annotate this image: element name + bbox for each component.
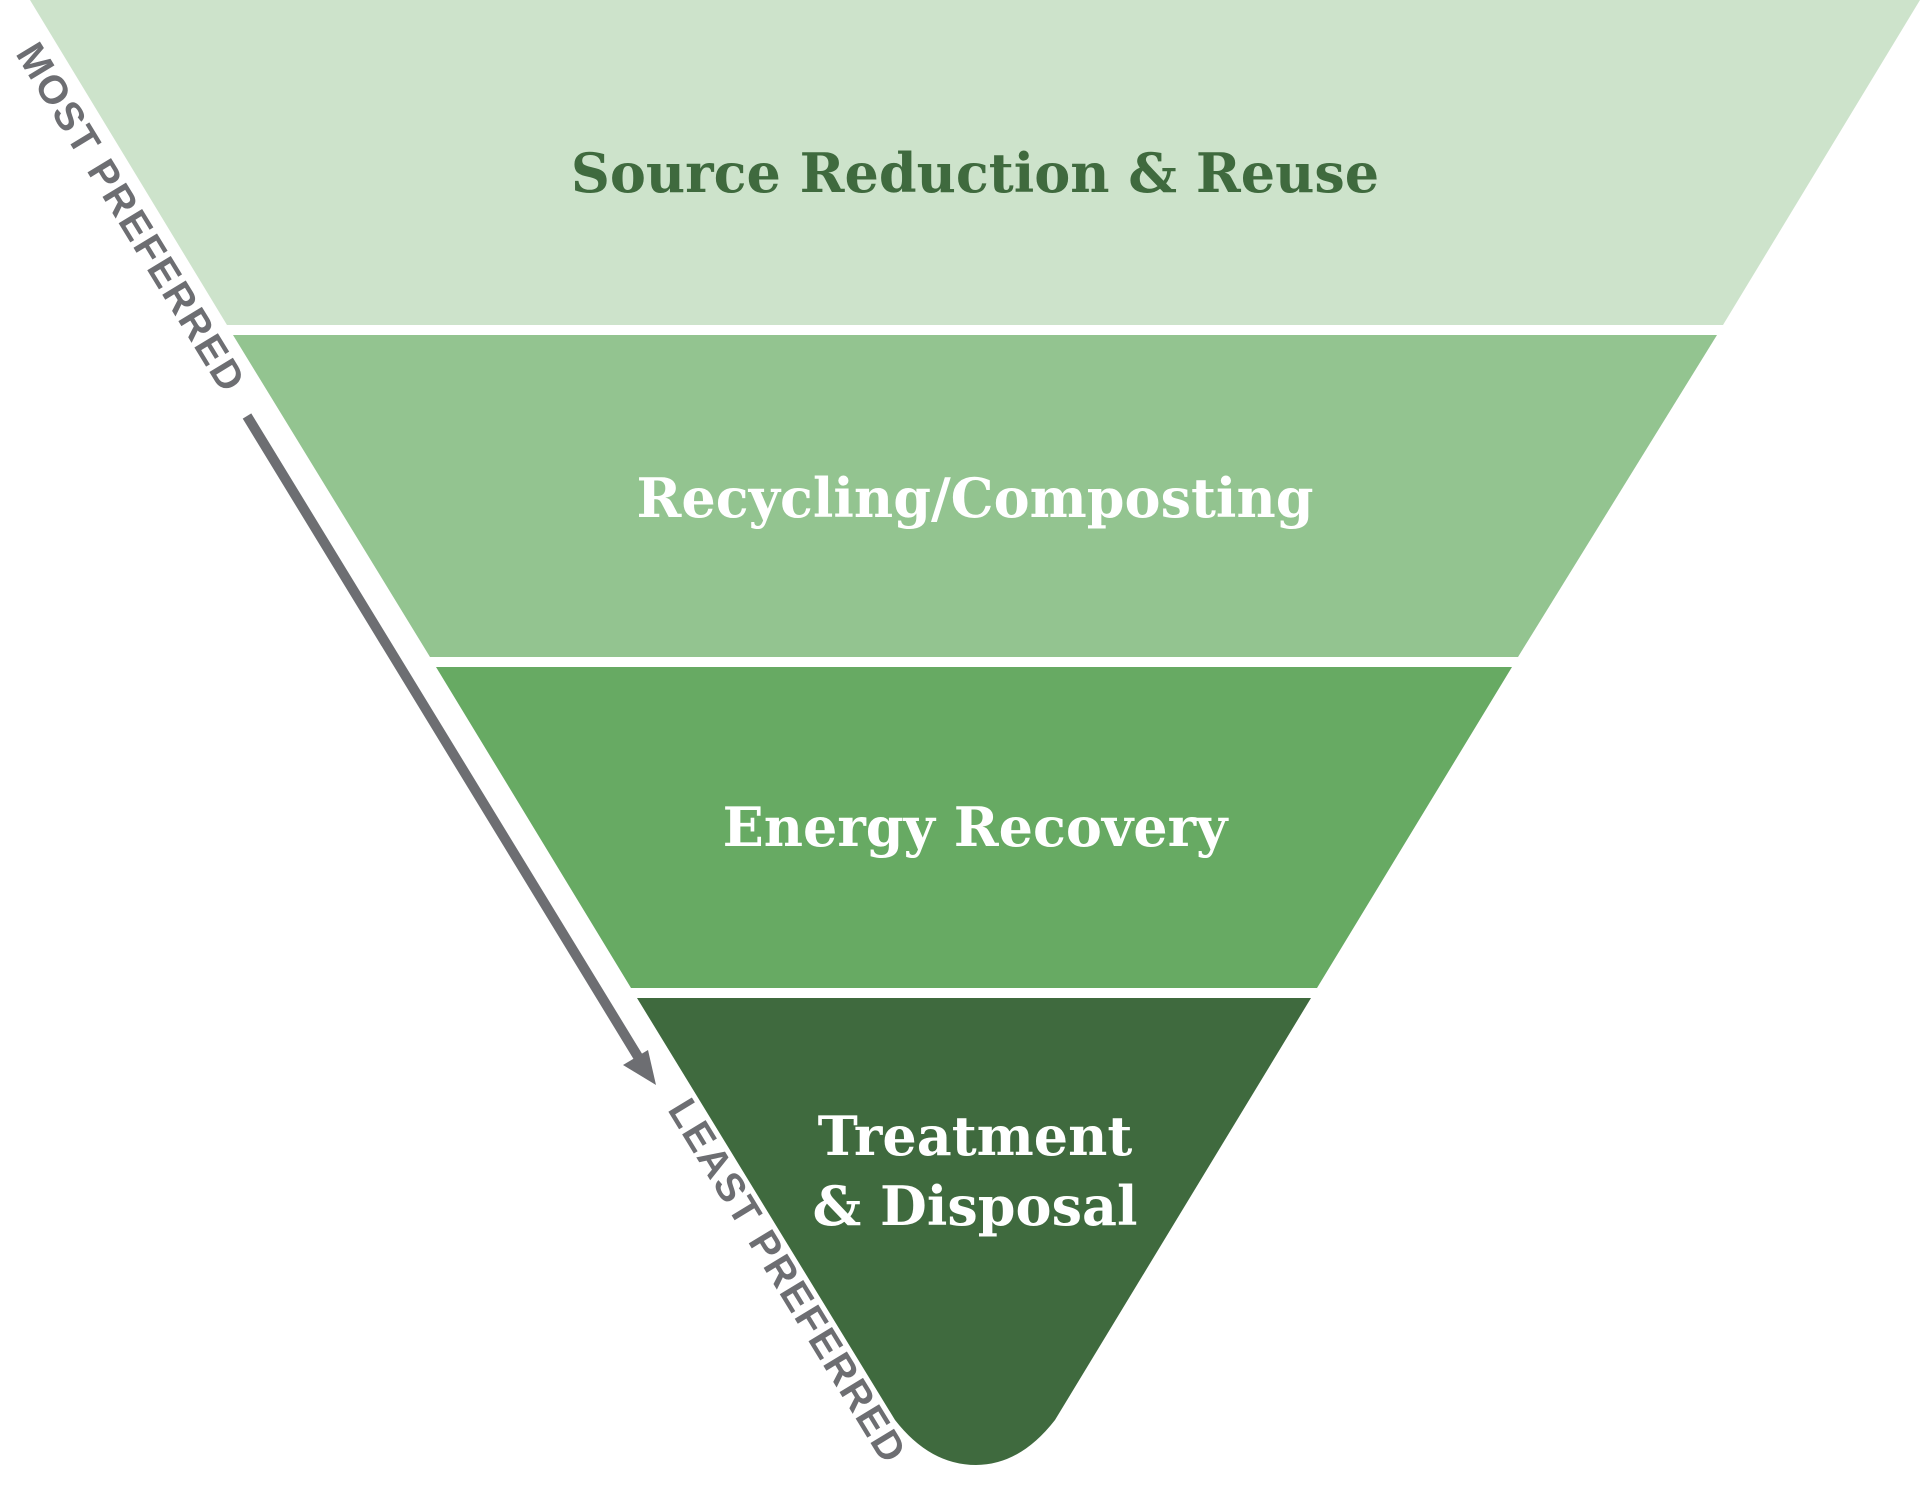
preference-arrow-head xyxy=(623,1050,656,1085)
tier-recycling-shape xyxy=(233,335,1717,657)
tier-recycling-label: Recycling/Composting xyxy=(637,466,1314,530)
tier-treatment-label-line1: Treatment xyxy=(818,1104,1133,1168)
preference-arrow-line xyxy=(242,413,645,1063)
tier-source-reduction-shape xyxy=(30,0,1920,325)
tier-source-reduction-label: Source Reduction & Reuse xyxy=(571,141,1379,205)
tier-treatment-label-line2: & Disposal xyxy=(813,1174,1138,1238)
tier-treatment-disposal-shape xyxy=(637,998,1311,1465)
tier-energy-recovery-shape xyxy=(436,667,1512,988)
tier-energy-recovery-label: Energy Recovery xyxy=(723,795,1229,859)
